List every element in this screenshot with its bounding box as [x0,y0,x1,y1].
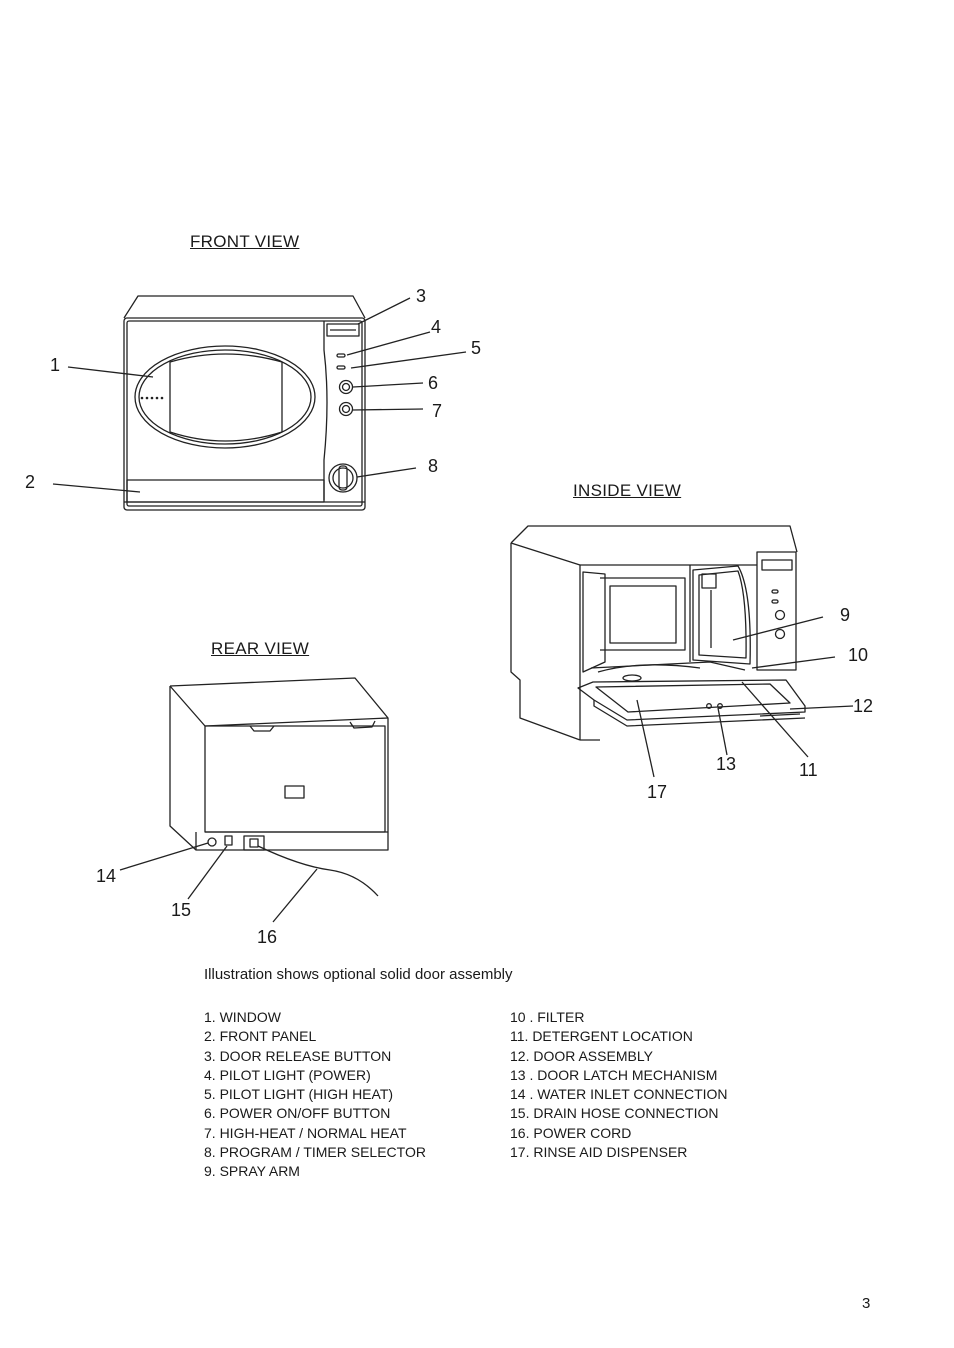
legend-item: 14 . WATER INLET CONNECTION [510,1086,728,1103]
legend-item: 17. RINSE AID DISPENSER [510,1144,688,1161]
legend-item: 15. DRAIN HOSE CONNECTION [510,1105,719,1122]
legend-item: 13 . DOOR LATCH MECHANISM [510,1066,718,1083]
window-shape [134,345,316,449]
front-panel-shape [126,479,325,503]
power-button-shape [338,379,354,395]
inside-view-drawing [510,525,854,778]
callout-2: 2 [25,472,36,492]
page-number: 3 [862,1295,871,1312]
legend-item: 4. PILOT LIGHT (POWER) [204,1066,371,1083]
callout-6: 6 [428,373,439,393]
legend-item: 2. FRONT PANEL [204,1028,317,1045]
callout-7: 7 [432,401,443,421]
door-release-button-shape [326,323,360,337]
callout-15: 15 [171,900,192,920]
rear-view-title: REAR VIEW [211,639,310,658]
legend-item: 6. POWER ON/OFF BUTTON [204,1105,391,1122]
illustration-note: Illustration shows optional solid door a… [204,966,513,983]
legend-item: 8. PROGRAM / TIMER SELECTOR [204,1144,426,1161]
legend-item: 5. PILOT LIGHT (HIGH HEAT) [204,1086,394,1103]
callout-11: 11 [799,760,818,780]
callout-4: 4 [431,317,442,337]
legend-item: 12. DOOR ASSEMBLY [510,1047,653,1064]
front-view-drawing [52,295,467,511]
legend-item: 1. WINDOW [204,1009,281,1025]
drain-hose-shape [224,835,233,846]
power-plug-shape [243,835,265,851]
callout-8: 8 [428,456,439,476]
legend-item: 9. SPRAY ARM [204,1163,300,1180]
rear-view-drawing [119,677,389,923]
water-inlet-shape [207,837,217,847]
front-view-title: FRONT VIEW [190,232,300,251]
callout-9: 9 [840,605,851,625]
legend-item: 16. POWER CORD [510,1124,632,1141]
pilot-light-power-shape [336,353,346,358]
callout-3: 3 [416,286,427,306]
heat-button-shape [338,401,354,417]
legend-left: 1. WINDOW 2. FRONT PANEL 3. DOOR RELEASE… [204,1008,426,1182]
callout-1: 1 [50,355,61,375]
callout-5: 5 [471,338,482,358]
legend-item: 11. DETERGENT LOCATION [510,1028,693,1045]
legend-item: 7. HIGH-HEAT / NORMAL HEAT [204,1124,407,1141]
legend-item: 10 . FILTER [510,1009,585,1025]
callout-14: 14 [96,866,117,886]
callout-12: 12 [853,696,874,716]
callout-17: 17 [647,782,668,802]
legend-item: 3. DOOR RELEASE BUTTON [204,1047,392,1064]
callout-16: 16 [257,927,278,947]
rear-label-shape [284,785,305,799]
callout-13: 13 [716,754,737,774]
timer-selector-shape [328,463,358,493]
callout-10: 10 [848,645,869,665]
inside-view-title: INSIDE VIEW [573,481,682,500]
legend-right: 10 . FILTER 11. DETERGENT LOCATION 12. D… [510,1008,728,1162]
pilot-light-high-heat-shape [336,365,346,370]
